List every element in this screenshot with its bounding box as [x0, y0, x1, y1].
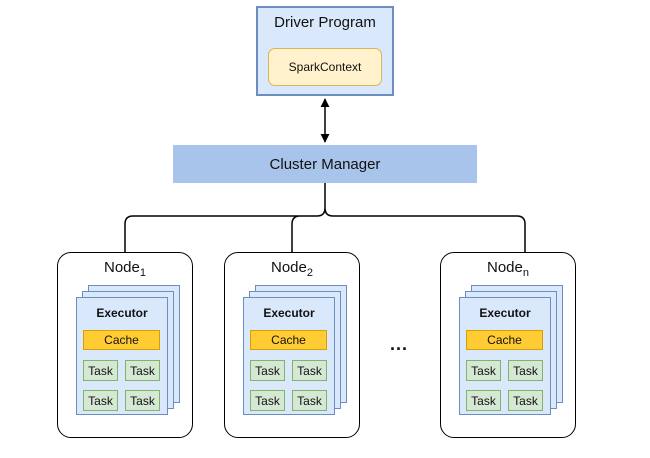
executor-label: Executor: [263, 306, 315, 320]
executor-label: Executor: [479, 306, 531, 320]
node-2-subscript: 2: [306, 267, 313, 279]
executor-label: Executor: [96, 306, 148, 320]
executor-box: Executor Cache Task Task Task Task: [459, 297, 551, 415]
node-2-title: Node2: [271, 259, 313, 279]
spark-context-box: SparkContext: [268, 48, 382, 86]
task-box: Task: [292, 390, 327, 411]
driver-program-box: Driver Program SparkContext: [256, 6, 394, 96]
node-1-title: Node1: [104, 259, 146, 279]
task-box: Task: [292, 360, 327, 381]
driver-program-label: Driver Program: [274, 14, 376, 31]
executor-box: Executor Cache Task Task Task Task: [243, 297, 335, 415]
cache-box: Cache: [83, 330, 160, 350]
cluster-to-nodes-connector: [124, 183, 526, 252]
node-1-subscript: 1: [139, 267, 146, 279]
node-n-title: Noden: [487, 259, 529, 279]
task-box: Task: [83, 360, 118, 381]
task-box: Task: [83, 390, 118, 411]
task-box: Task: [466, 360, 501, 381]
task-box: Task: [125, 390, 160, 411]
node-n-subscript: n: [522, 267, 529, 279]
more-nodes-ellipsis: ...: [390, 334, 409, 354]
cache-box: Cache: [250, 330, 327, 350]
task-box: Task: [250, 360, 285, 381]
task-box: Task: [508, 360, 543, 381]
cache-box: Cache: [466, 330, 543, 350]
task-box: Task: [125, 360, 160, 381]
task-box: Task: [466, 390, 501, 411]
node-2-box: Node2 Executor Cache Task Task Task Task: [224, 252, 360, 438]
executor-box: Executor Cache Task Task Task Task: [76, 297, 168, 415]
cluster-manager-box: Cluster Manager: [173, 145, 477, 183]
node-n-box: Noden Executor Cache Task Task Task Task: [440, 252, 576, 438]
task-box: Task: [250, 390, 285, 411]
node-1-box: Node1 Executor Cache Task Task Task Task: [57, 252, 193, 438]
task-box: Task: [508, 390, 543, 411]
